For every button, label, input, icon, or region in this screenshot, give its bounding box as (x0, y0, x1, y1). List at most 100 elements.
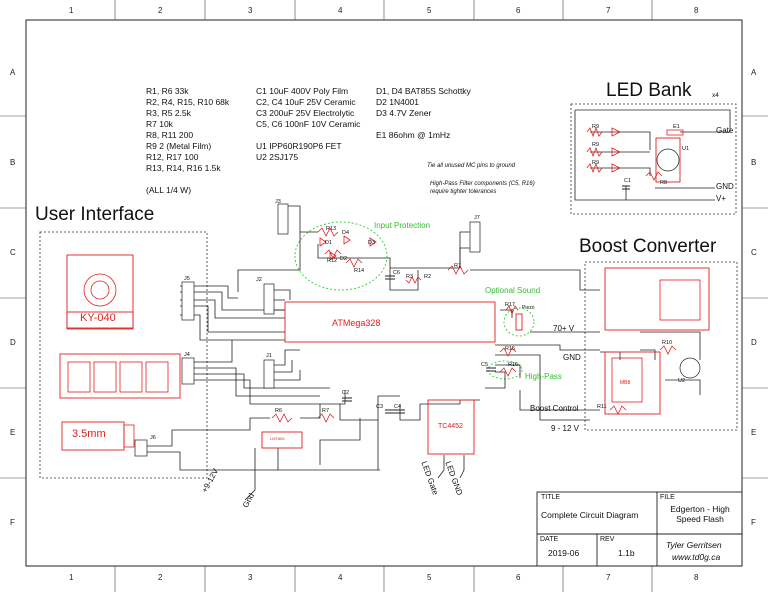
ref-c3: C3 (376, 404, 384, 410)
ref-j1: J1 (266, 353, 272, 359)
ref-r1: R1 (454, 263, 462, 269)
tb-file-label: FILE (660, 494, 675, 501)
ui-part-details (67, 273, 701, 448)
ref-u2: U2 (678, 378, 686, 384)
tb-title-label: TITLE (541, 494, 561, 501)
high-pass-label: High-Pass (525, 372, 562, 381)
note-high-pass: High-Pass Filter components (C5, R16) re… (430, 181, 535, 195)
net-gnd-boost: GND (563, 353, 581, 362)
net-70v: 70+ V (553, 324, 575, 333)
boost-converter-title: Boost Converter (579, 236, 717, 257)
grid-col-2: 2 (158, 6, 163, 15)
ref-d3: D3 (368, 240, 376, 246)
grid-col-8: 8 (694, 6, 699, 15)
ref-j7: J7 (474, 215, 480, 221)
ref-r13: R13 (326, 226, 337, 232)
ref-r17: R17 (505, 302, 516, 308)
grid-col-8-bottom: 8 (694, 573, 699, 582)
driver-label: TC4452 (438, 423, 463, 430)
ref-d1: D1 (325, 240, 333, 246)
tb-title: Complete Circuit Diagram (541, 510, 639, 520)
ref-r3: R3 (406, 274, 414, 280)
boost-chip-label: MB8 (620, 380, 631, 386)
ref-c6: C6 (393, 270, 401, 276)
tb-author: Tyler Gerritsen (666, 540, 722, 550)
wiring (145, 109, 731, 501)
grid-col-5-bottom: 5 (427, 573, 432, 582)
net-vplus: V+ (716, 194, 727, 203)
grid-row-e: E (10, 428, 16, 437)
grid-col-6: 6 (516, 6, 521, 15)
ref-j2: J2 (256, 277, 262, 283)
user-interface-title: User Interface (35, 204, 155, 225)
ref-j5: J5 (184, 276, 190, 282)
ref-j3: J3 (275, 199, 281, 205)
connectors (134, 203, 481, 457)
title-block (536, 491, 743, 567)
grid-col-7-bottom: 7 (606, 573, 611, 582)
grid-row-f: F (10, 518, 15, 527)
input-protection-label: Input Protection (374, 221, 431, 230)
jack-label: 3.5mm (72, 428, 106, 440)
ref-d4: D4 (342, 230, 350, 236)
grid-col-3: 3 (248, 6, 253, 15)
grid-row-f-right: F (751, 518, 756, 527)
grid-row-a: A (10, 68, 16, 77)
grid-col-6-bottom: 6 (516, 573, 521, 582)
grid-col-5: 5 (427, 6, 432, 15)
optional-sound-label: Optional Sound (485, 286, 541, 295)
ref-r8: R8 (660, 180, 668, 186)
passive-parts (271, 126, 684, 423)
net-gate: Gate (716, 126, 734, 135)
ref-j6: J6 (150, 435, 156, 441)
encoder-label: KY-040 (80, 312, 116, 324)
net-9-12v: 9 - 12 V (551, 424, 580, 433)
note-unused-pins: Tie all unused MC pins to ground (427, 163, 515, 169)
grid-col-3-bottom: 3 (248, 573, 253, 582)
piezo-label: Piezo (522, 305, 535, 311)
ref-r16: R16 (508, 362, 519, 368)
ref-c1: C1 (624, 178, 632, 184)
ref-r15: R15 (505, 346, 516, 352)
ref-r2: R2 (424, 274, 432, 280)
ref-r9-3: R9 (592, 160, 600, 166)
ref-r7: R7 (322, 408, 330, 414)
mosfet-symbols (656, 148, 701, 379)
grid-row-b-right: B (751, 158, 757, 167)
mcu-label: ATMega328 (332, 318, 381, 328)
grid-row-d: D (10, 338, 16, 347)
grid-col-4: 4 (338, 6, 343, 15)
ref-r14: R14 (354, 268, 365, 274)
ref-u1: U1 (682, 146, 690, 152)
grid-row-c: C (10, 248, 16, 257)
grid-col-1-bottom: 1 (69, 573, 74, 582)
led-bank-title: LED Bank (606, 80, 692, 101)
net-gnd: GND (716, 182, 734, 191)
tb-date: 2019-06 (548, 548, 580, 558)
tb-date-label: DATE (540, 536, 559, 543)
grid-row-d-right: D (751, 338, 757, 347)
ref-r12: R12 (327, 258, 338, 264)
ref-r9-2: R9 (592, 142, 600, 148)
ref-j4: J4 (184, 352, 190, 358)
section-boxes (39, 103, 738, 479)
grid-col-7: 7 (606, 6, 611, 15)
ref-d2: D2 (340, 256, 348, 262)
part-outlines (59, 137, 710, 455)
ref-r11: R11 (597, 404, 607, 410)
net-boost-control: Boost Control (530, 404, 579, 413)
ref-r9-1: R9 (592, 124, 600, 130)
ref-r6: R6 (275, 408, 283, 414)
ref-c4: C4 (394, 404, 402, 410)
tb-rev: 1.1b (618, 548, 635, 558)
grid-col-4-bottom: 4 (338, 573, 343, 582)
grid-row-b: B (10, 158, 16, 167)
capacitors (342, 185, 630, 414)
grid-row-e-right: E (751, 428, 757, 437)
ref-c2: C2 (342, 390, 350, 396)
tb-file: Edgerton - High Speed Flash (670, 504, 730, 524)
ref-e1: E1 (673, 124, 680, 130)
tb-website: www.td0g.ca (672, 552, 721, 562)
